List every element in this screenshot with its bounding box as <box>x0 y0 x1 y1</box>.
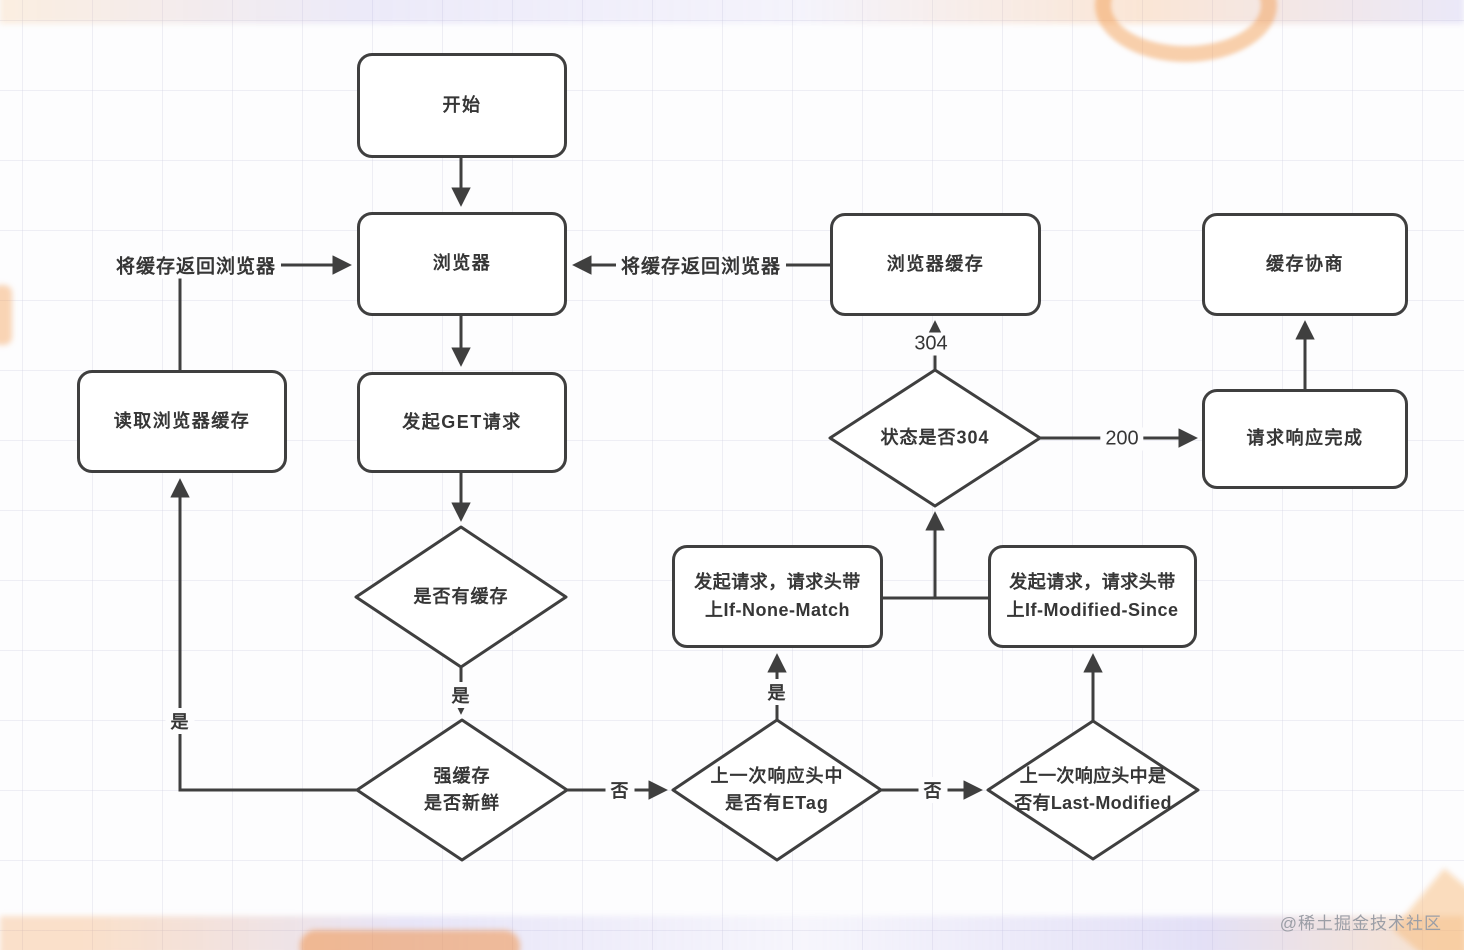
edge-label-304: 304 <box>909 332 953 356</box>
diamond-status-is-304-label: 状态是否304 <box>880 427 990 448</box>
node-start: 开始 <box>357 53 567 158</box>
node-if-none-match: 发起请求，请求头带 上If-None-Match <box>672 545 883 648</box>
decor-bottom-edge <box>0 916 1464 950</box>
edge-label-yes-has-etag: 是 <box>762 679 792 705</box>
edge-label-no-has-etag: 否 <box>918 777 948 803</box>
node-if-none-match-label: 发起请求，请求头带 上If-None-Match <box>694 571 861 620</box>
edge-label-return-cache-left: 将缓存返回浏览器 <box>110 251 282 279</box>
edge-label-yes-strong-fresh: 是 <box>165 708 195 734</box>
decor-orange-ring <box>1095 0 1277 62</box>
diamond-strong-cache-fresh-label: 强缓存 是否新鲜 <box>424 766 500 813</box>
node-browser-cache: 浏览器缓存 <box>830 213 1041 316</box>
node-get-request-label: 发起GET请求 <box>402 411 522 432</box>
node-browser-cache-label: 浏览器缓存 <box>886 253 985 274</box>
decor-orange-blob <box>300 930 520 950</box>
edge-label-yes-has-cache: 是 <box>446 682 476 708</box>
diamond-has-cache-label: 是否有缓存 <box>413 586 509 607</box>
diamond-has-last-modified-label: 上一次响应头中是 否有Last-Modified <box>1014 766 1172 813</box>
node-response-done: 请求响应完成 <box>1202 389 1408 489</box>
node-start-label: 开始 <box>442 94 482 115</box>
watermark: @稀土掘金技术社区 <box>1279 914 1442 933</box>
node-cache-negotiation: 缓存协商 <box>1202 213 1408 316</box>
edge-label-no-strong-fresh: 否 <box>605 777 635 803</box>
node-browser-label: 浏览器 <box>432 253 492 274</box>
node-if-modified-since-label: 发起请求，请求头带 上If-Modified-Since <box>1006 571 1179 620</box>
node-browser: 浏览器 <box>357 212 567 316</box>
edge-label-return-cache-mid: 将缓存返回浏览器 <box>615 251 787 279</box>
node-read-browser-cache-label: 读取浏览器缓存 <box>113 410 251 431</box>
edge-strong-yes-to-readcache <box>170 478 358 792</box>
edge-readcache-to-browser <box>178 255 352 370</box>
node-if-modified-since: 发起请求，请求头带 上If-Modified-Since <box>988 545 1197 648</box>
edge-label-200: 200 <box>1100 427 1144 451</box>
node-read-browser-cache: 读取浏览器缓存 <box>77 370 287 473</box>
decor-top-edge <box>0 0 1464 24</box>
node-get-request: 发起GET请求 <box>357 372 567 473</box>
diamond-has-etag-label: 上一次响应头中 是否有ETag <box>710 766 844 813</box>
decor-left-edge <box>0 285 12 345</box>
node-response-done-label: 请求响应完成 <box>1246 428 1364 449</box>
node-cache-negotiation-label: 缓存协商 <box>1266 253 1344 274</box>
